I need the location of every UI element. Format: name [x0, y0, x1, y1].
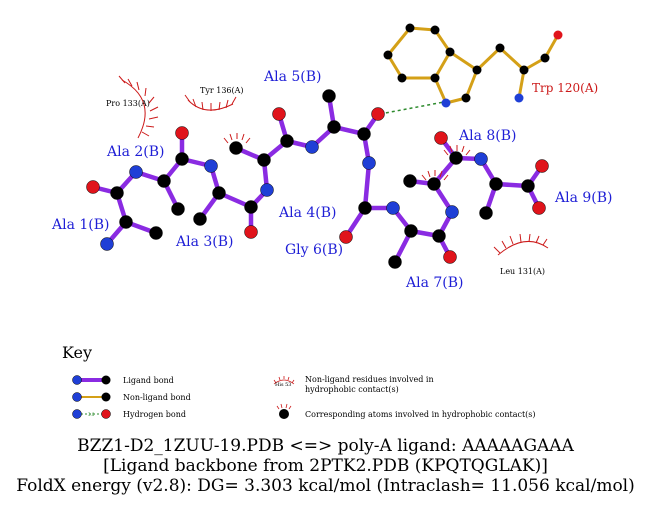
legend: Key Ligand bond Non-ligand bond 3.0 Hydr… — [62, 343, 536, 419]
label-trp120: Trp 120(A) — [532, 81, 598, 95]
caption-line-1: BZZ1-D2_1ZUU-19.PDB <=> poly-A ligand: A… — [77, 436, 574, 456]
trp120-atoms — [383, 23, 563, 108]
caption-line-3: FoldX energy (v2.8): DG= 3.303 kcal/mol … — [16, 476, 635, 496]
ligand-atoms — [86, 89, 549, 269]
label-ala7: Ala 7(B) — [405, 275, 464, 291]
hydrophobic-arcs — [118, 75, 549, 256]
hydrophobic-residue-labels: Pro 133(A) Tyr 136(A) Leu 131(A) — [106, 86, 545, 276]
label-ala1: Ala 1(B) — [51, 217, 110, 233]
label-ala5: Ala 5(B) — [263, 69, 322, 85]
label-pro133: Pro 133(A) — [106, 99, 150, 108]
legend-nonligand-bond: Non-ligand bond — [123, 393, 191, 402]
label-ala8: Ala 8(B) — [458, 128, 517, 144]
legend-corresponding-atoms: Corresponding atoms involved in hydropho… — [305, 410, 536, 419]
label-gly6: Gly 6(B) — [285, 242, 343, 258]
legend-hbond-distance: 3.0 — [88, 412, 95, 417]
label-ala3: Ala 3(B) — [175, 234, 234, 250]
label-ala4: Ala 4(B) — [278, 205, 337, 221]
ligand-residue-labels: Ala 1(B) Ala 2(B) Ala 3(B) Ala 4(B) Ala … — [51, 69, 613, 291]
caption-line-2: [Ligand backbone from 2PTK2.PDB (KPQTQGL… — [103, 456, 548, 476]
legend-ligand-bond: Ligand bond — [123, 376, 174, 385]
legend-title: Key — [62, 343, 92, 362]
nonligand-residue-labels: Trp 120(A) — [532, 81, 598, 95]
label-ala2: Ala 2(B) — [106, 144, 165, 160]
legend-nonligand-hydrophobic: Non-ligand residues involved in hydropho… — [305, 375, 434, 394]
atom-hydrophobic-spokes — [223, 133, 471, 181]
label-leu131: Leu 131(A) — [500, 267, 545, 276]
legend-example-residue: His 53 — [275, 382, 291, 388]
legend-hydrogen-bond: Hydrogen bond — [123, 410, 186, 419]
label-ala9: Ala 9(B) — [554, 190, 613, 206]
label-tyr136: Tyr 136(A) — [200, 86, 244, 95]
hydrogen-bond — [379, 101, 445, 115]
